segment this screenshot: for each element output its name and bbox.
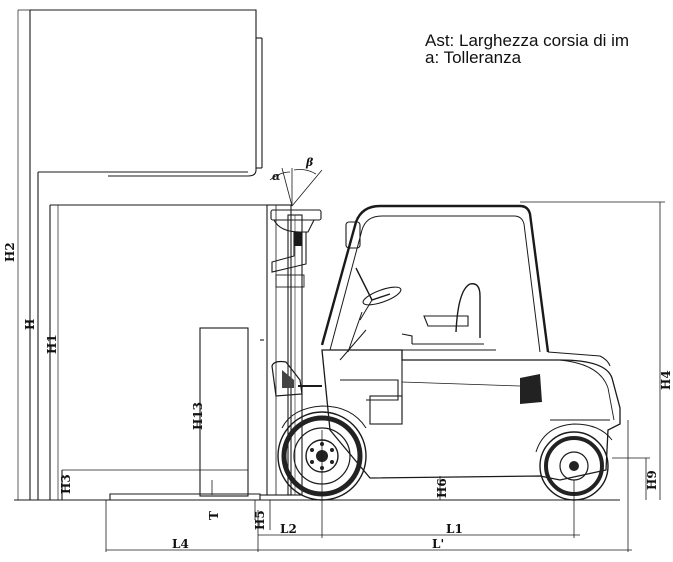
dim-l-prime: L' — [432, 537, 444, 551]
legend: Ast: Larghezza corsia di im a: Tolleranz… — [425, 32, 629, 66]
left-dimensions — [14, 9, 620, 501]
dim-h: H — [23, 319, 37, 330]
dim-h5: H5 — [253, 510, 267, 530]
right-dimensions — [520, 201, 665, 552]
raised-load — [30, 9, 263, 177]
dim-l4: L4 — [172, 537, 189, 551]
fork-low — [105, 327, 268, 552]
dim-t: T — [207, 511, 221, 520]
dim-l2: L2 — [280, 522, 297, 536]
dim-h2: H2 — [3, 242, 17, 262]
dim-alpha: α — [272, 170, 281, 183]
dim-h4: H4 — [659, 370, 673, 390]
legend-tolerance: a: Tolleranza — [425, 48, 522, 67]
dim-h9: H9 — [645, 470, 659, 490]
dim-beta: β — [305, 156, 314, 169]
mast — [266, 167, 323, 496]
bottom-dimensions — [106, 430, 632, 552]
truck-body — [271, 204, 621, 481]
dim-h1: H1 — [45, 334, 59, 354]
legend-ast: Ast: Larghezza corsia di im — [425, 31, 630, 50]
dim-h13: H13 — [191, 402, 205, 430]
dim-l1: L1 — [446, 522, 463, 536]
dim-h3: H3 — [59, 474, 73, 494]
dim-h6: H6 — [435, 478, 449, 498]
